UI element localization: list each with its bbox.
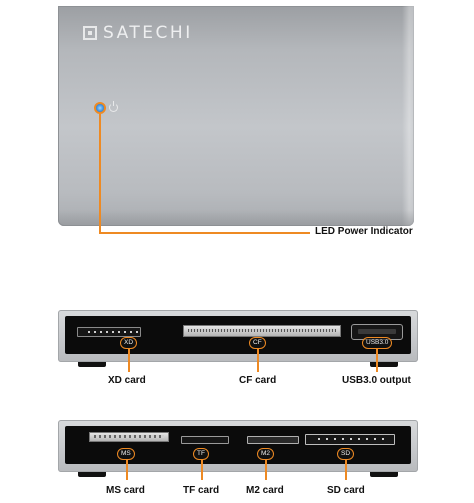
usb3-output-label: USB3.0 output bbox=[342, 375, 411, 386]
device-top-view bbox=[58, 6, 414, 226]
sd-callout: SD bbox=[337, 448, 355, 460]
ms-leader bbox=[126, 460, 128, 480]
sd-slot-pins bbox=[318, 438, 384, 440]
ms-slot bbox=[89, 432, 169, 442]
led-power-indicator-label: LED Power Indicator bbox=[315, 226, 413, 237]
led-indicator bbox=[94, 102, 106, 114]
m2-slot bbox=[247, 436, 299, 444]
ms-card-label: MS card bbox=[106, 485, 145, 496]
panel-foot-right bbox=[370, 362, 398, 367]
device-edge-highlight bbox=[402, 6, 414, 226]
xd-callout: XD bbox=[120, 337, 138, 349]
panel-foot-right bbox=[370, 472, 398, 477]
tf-leader bbox=[201, 460, 203, 480]
front-panel-top bbox=[58, 310, 418, 367]
xd-slot bbox=[77, 327, 141, 337]
front-panel-bottom bbox=[58, 420, 418, 477]
led-leader-horizontal bbox=[99, 232, 310, 234]
xd-slot-pins bbox=[88, 331, 138, 333]
panel-foot-left bbox=[78, 362, 106, 367]
power-icon bbox=[109, 101, 118, 112]
device-bottom-shade bbox=[58, 210, 414, 226]
cf-card-label: CF card bbox=[239, 375, 277, 386]
usb3-callout: USB3.0 bbox=[362, 337, 393, 349]
panel-foot-left bbox=[78, 472, 106, 477]
front-panel-bottom-face bbox=[65, 426, 411, 464]
m2-callout: M2 bbox=[257, 448, 275, 460]
cf-slot bbox=[183, 325, 341, 337]
xd-card-label: XD card bbox=[108, 375, 146, 386]
cf-callout: CF bbox=[249, 337, 266, 349]
cf-leader bbox=[257, 349, 259, 372]
tf-card-label: TF card bbox=[183, 485, 220, 496]
sd-slot bbox=[305, 434, 395, 445]
ms-slot-pins bbox=[94, 435, 164, 438]
brand-name: SATECHI bbox=[103, 23, 193, 43]
usb3-leader bbox=[376, 349, 378, 372]
xd-leader bbox=[128, 349, 130, 372]
ms-callout: MS bbox=[117, 448, 135, 460]
logo-mark-icon bbox=[83, 26, 97, 40]
sd-card-label: SD card bbox=[327, 485, 365, 496]
usb3-port-tongue bbox=[358, 329, 396, 334]
cf-slot-pins bbox=[188, 329, 336, 332]
front-panel-top-face bbox=[65, 316, 411, 354]
m2-leader bbox=[265, 460, 267, 480]
led-leader-vertical bbox=[99, 114, 101, 233]
sd-leader bbox=[345, 460, 347, 480]
brand-logo: SATECHI bbox=[83, 23, 193, 43]
tf-callout: TF bbox=[193, 448, 209, 460]
m2-card-label: M2 card bbox=[246, 485, 284, 496]
tf-slot bbox=[181, 436, 229, 444]
